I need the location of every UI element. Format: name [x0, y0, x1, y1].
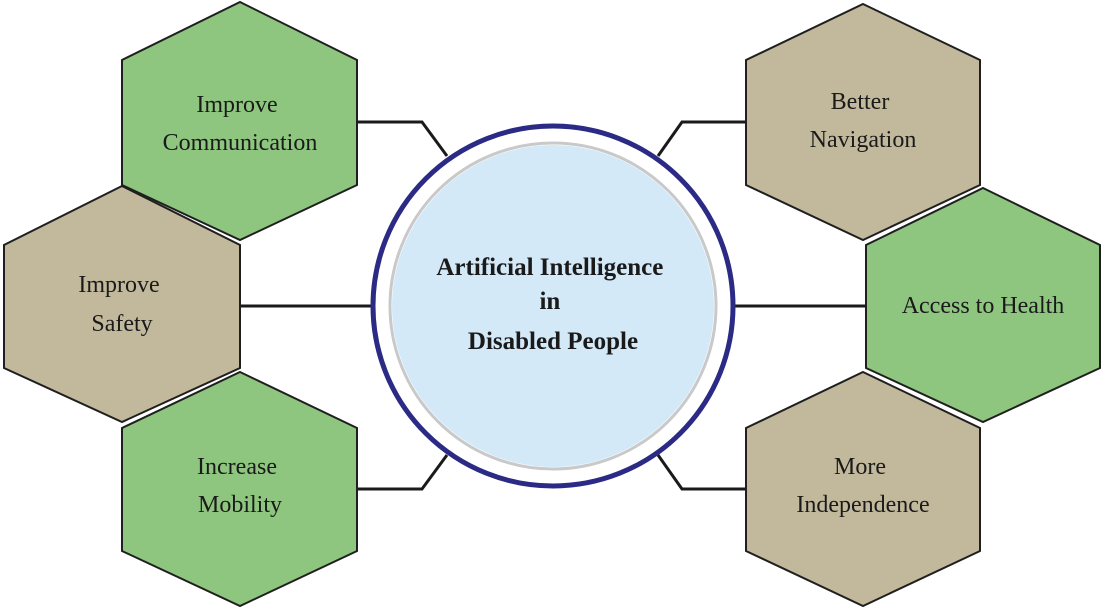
connector-increase-mobility — [357, 454, 449, 491]
hexagon-increase-mobility — [121, 370, 358, 608]
node-access-to-health: Access to Health — [865, 186, 1101, 424]
connectors — [240, 120, 866, 491]
label-increase-mobility: Increase Mobility — [197, 454, 283, 518]
center-fill — [392, 145, 714, 467]
central-topic: Artificial Intelligence in Disabled Peop… — [370, 123, 736, 489]
hexagon-access-to-health — [865, 186, 1101, 424]
hexagon-improve-communication — [121, 0, 358, 242]
label-improve-communication: Improve Communication — [163, 92, 318, 156]
connector-more-independence — [656, 454, 746, 491]
label-access-to-health: Access to Health — [902, 293, 1065, 319]
hexagon-improve-safety — [3, 184, 241, 424]
label-more-independence: More Independence — [796, 454, 929, 518]
node-improve-communication: Improve Communication — [121, 0, 358, 242]
node-better-navigation: Better Navigation — [745, 2, 981, 242]
node-more-independence: More Independence — [745, 370, 981, 608]
node-improve-safety: Improve Safety — [3, 184, 241, 424]
hexagon-more-independence — [745, 370, 981, 608]
label-better-navigation: Better Navigation — [810, 89, 917, 153]
center-inner-border — [388, 141, 718, 471]
hexagon-better-navigation — [745, 2, 981, 242]
label-improve-safety: Improve Safety — [78, 272, 165, 337]
node-increase-mobility: Increase Mobility — [121, 370, 358, 608]
connector-improve-communication — [357, 120, 449, 157]
connector-better-navigation — [656, 120, 746, 157]
center-title: Artificial Intelligence in Disabled Peop… — [436, 254, 669, 355]
